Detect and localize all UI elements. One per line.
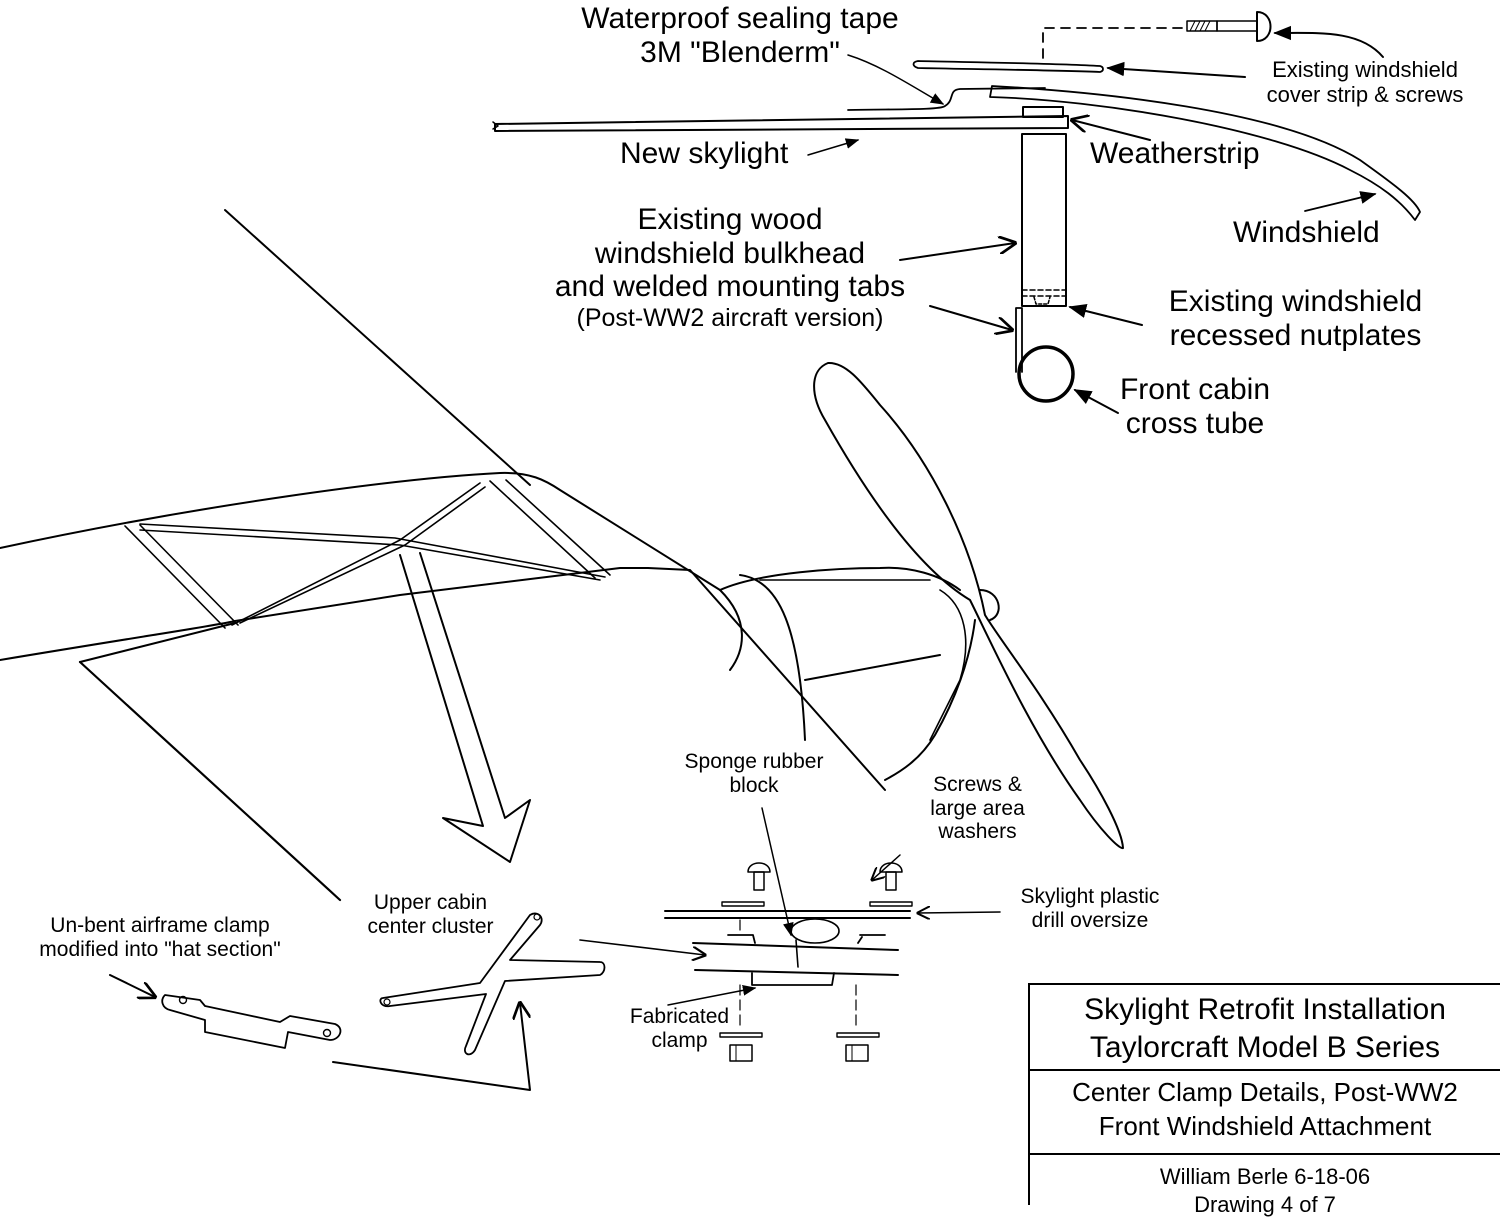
- nut-right-icon: [836, 1032, 880, 1062]
- clamp-section-detail: [664, 807, 1001, 1062]
- label-line: Existing windshield: [1168, 285, 1423, 318]
- windshield-section-detail: [492, 11, 1421, 414]
- label-line: windshield bulkhead: [594, 236, 866, 270]
- label-new-skylight: New skylight: [620, 137, 788, 171]
- callout-arrow-hollow: [399, 552, 531, 863]
- cross-tube-arrow: [1073, 389, 1119, 414]
- nut-left-icon: [719, 1032, 763, 1062]
- label-line: Weatherstrip: [1090, 137, 1260, 170]
- label-line: Screws &: [933, 773, 1022, 796]
- label-line: Skylight plastic: [1020, 885, 1160, 908]
- label-line: Un-bent airframe clamp: [50, 914, 270, 937]
- label-nutplates: Existing windshield recessed nutplates: [1148, 285, 1443, 352]
- airframe-sketch: [0, 209, 1124, 902]
- screw-arrow: [1273, 25, 1384, 58]
- label-unbent-clamp: Un-bent airframe clamp modified into "ha…: [10, 914, 310, 961]
- label-line: 3M "Blenderm": [640, 35, 840, 69]
- label-windshield: Windshield: [1233, 216, 1380, 250]
- label-line: modified into "hat section": [39, 937, 281, 961]
- drawing-subtitle-line: Center Clamp Details, Post-WW2: [1072, 1077, 1458, 1107]
- title-block-subtitle: Center Clamp Details, Post-WW2 Front Win…: [1030, 1071, 1500, 1155]
- label-line: Fabricated: [629, 1005, 730, 1028]
- label-line: large area: [930, 796, 1025, 820]
- propeller: [813, 361, 1124, 850]
- plastic-arrow: [918, 912, 1001, 913]
- label-line: Front cabin: [1119, 373, 1271, 406]
- label-bulkhead: Existing wood windshield bulkhead and we…: [530, 203, 930, 332]
- mounting-tab: [1015, 307, 1023, 373]
- label-line: Windshield: [1233, 216, 1380, 249]
- author-date: William Berle 6-18-06: [1159, 1164, 1371, 1189]
- label-line: and welded mounting tabs: [554, 270, 906, 304]
- label-line: washers: [938, 820, 1017, 844]
- label-line: cover strip & screws: [1266, 81, 1464, 107]
- skylight-arrow: [807, 138, 860, 156]
- drawing-subtitle-line: Front Windshield Attachment: [1098, 1111, 1432, 1141]
- label-skylight-plastic: Skylight plastic drill oversize: [1000, 885, 1180, 932]
- cluster-arrow: [332, 1003, 531, 1091]
- hat-clamp-arrow: [109, 974, 155, 997]
- sealing-tape-arrow: [847, 54, 945, 105]
- weatherstrip-arrow: [1072, 120, 1151, 141]
- wood-bulkhead: [1021, 133, 1067, 307]
- label-screws-washers: Screws & large area washers: [905, 773, 1050, 844]
- label-cover-strip: Existing windshield cover strip & screws: [1240, 57, 1490, 107]
- screw-left-icon: [721, 862, 771, 907]
- cluster-to-clamp-arrow: [579, 939, 705, 955]
- screw-right-icon: [869, 862, 913, 907]
- label-line: Waterproof sealing tape: [581, 2, 899, 35]
- title-block: Skylight Retrofit Installation Taylorcra…: [1028, 983, 1500, 1217]
- label-line: drill oversize: [1031, 908, 1149, 932]
- windshield-screw-icon: [1186, 11, 1272, 42]
- new-skylight-panel: [492, 115, 1069, 132]
- cross-tube: [1017, 345, 1075, 403]
- label-line: (Post-WW2 aircraft version): [576, 303, 884, 332]
- label-weatherstrip: Weatherstrip: [1090, 137, 1260, 171]
- nutplate-arrow: [1068, 303, 1143, 326]
- screw-centerline: [1042, 27, 1186, 59]
- drawing-title: Skylight Retrofit Installation: [1084, 993, 1446, 1026]
- label-line: Existing windshield: [1272, 57, 1458, 82]
- label-cross-tube: Front cabin cross tube: [1105, 373, 1285, 440]
- sponge-block: [790, 918, 840, 944]
- label-line: New skylight: [620, 137, 789, 170]
- cover-strip-arrow: [1106, 61, 1246, 78]
- center-cluster-part: [379, 912, 606, 1056]
- label-line: block: [729, 773, 779, 797]
- title-block-title: Skylight Retrofit Installation Taylorcra…: [1030, 985, 1500, 1071]
- sponge-arrow: [761, 807, 794, 937]
- bulkhead-arrow: [899, 243, 1015, 261]
- washer-arrow: [872, 854, 901, 880]
- title-block-credits: William Berle 6-18-06 Drawing 4 of 7: [1030, 1155, 1500, 1219]
- tab-arrow: [929, 305, 1012, 330]
- label-sponge-block: Sponge rubber block: [664, 750, 844, 797]
- windshield-arrow: [1304, 191, 1377, 212]
- cover-strip: [912, 60, 1104, 73]
- label-line: recessed nutplates: [1169, 318, 1422, 352]
- label-line: Upper cabin: [373, 891, 488, 914]
- label-line: center cluster: [367, 914, 494, 938]
- label-line: Sponge rubber: [684, 750, 824, 773]
- weatherstrip-block: [1022, 106, 1064, 118]
- label-fabricated-clamp: Fabricated clamp: [612, 1005, 747, 1052]
- label-line: Existing wood: [637, 203, 823, 236]
- fab-clamp-arrow: [667, 985, 757, 1006]
- drawing-model: Taylorcraft Model B Series: [1089, 1031, 1441, 1064]
- label-upper-cluster: Upper cabin center cluster: [348, 891, 513, 938]
- label-line: clamp: [651, 1028, 708, 1052]
- label-sealing-tape: Waterproof sealing tape 3M "Blenderm": [560, 2, 920, 69]
- sheet-number: Drawing 4 of 7: [1194, 1192, 1336, 1217]
- hat-section-clamp: [161, 994, 342, 1049]
- sealing-tape: [847, 87, 1046, 111]
- windshield-pane: [989, 85, 1421, 221]
- label-line: cross tube: [1125, 406, 1265, 440]
